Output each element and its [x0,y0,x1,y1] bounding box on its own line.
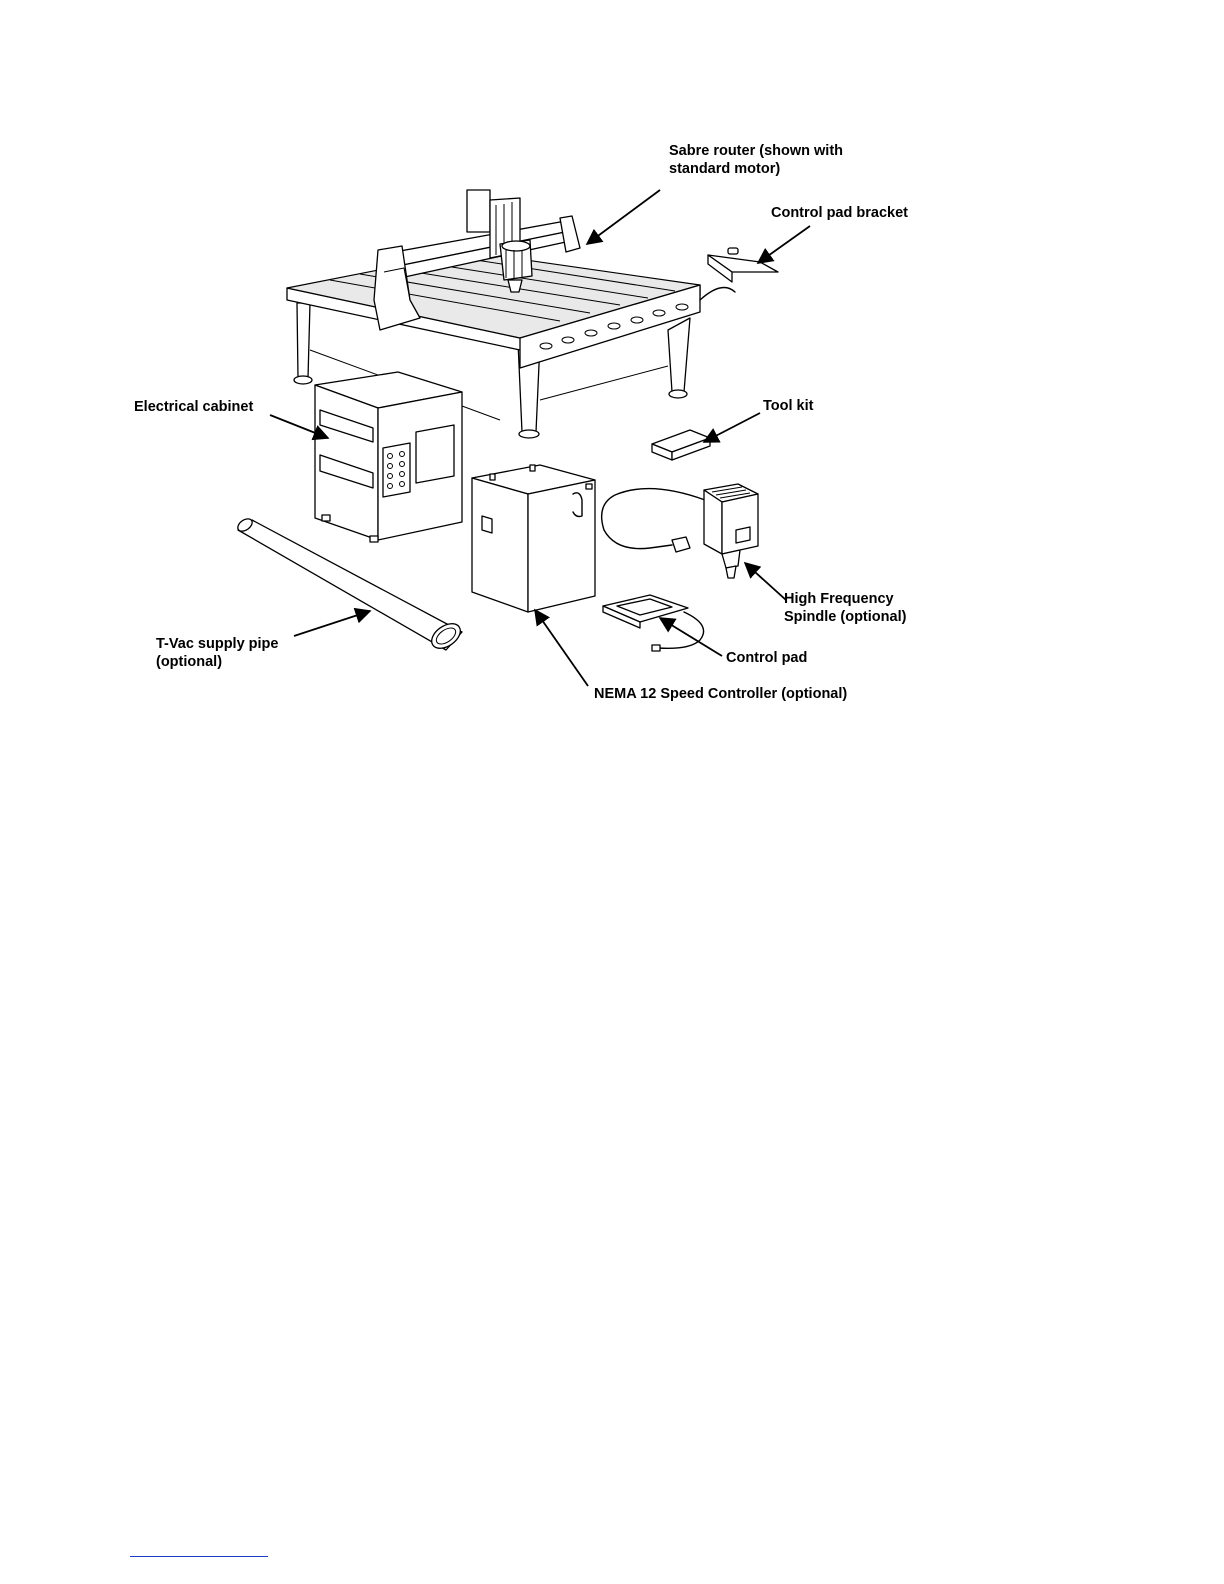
nema-speed-controller-illustration [472,465,595,612]
tvac-supply-pipe-label-line2: (optional) [156,653,278,671]
footer-rule [130,1556,268,1557]
control-pad-bracket-arrow [758,226,810,263]
tool-kit-illustration [652,430,710,460]
tvac-supply-pipe-label: T-Vac supply pipe (optional) [156,635,278,671]
tvac-supply-pipe-arrow [294,611,370,636]
high-frequency-spindle-arrow [745,563,786,600]
sabre-router-label-line2: standard motor) [669,160,843,178]
high-frequency-spindle-label: High Frequency Spindle (optional) [784,590,906,626]
high-frequency-spindle-label-line1: High Frequency [784,590,906,608]
tvac-supply-pipe-illustration [236,516,465,653]
electrical-cabinet-illustration [315,372,462,542]
control-pad-bracket-label: Control pad bracket [771,204,908,222]
electrical-cabinet-label: Electrical cabinet [134,398,253,416]
tool-kit-arrow [704,413,760,442]
high-frequency-spindle-label-line2: Spindle (optional) [784,608,906,626]
control-pad-arrow [660,618,722,656]
control-pad-bracket-illustration [708,248,778,282]
nema-speed-controller-label: NEMA 12 Speed Controller (optional) [594,685,847,703]
tvac-supply-pipe-label-line1: T-Vac supply pipe [156,635,278,653]
high-frequency-spindle-illustration [602,484,758,578]
tool-kit-label: Tool kit [763,397,813,415]
control-pad-illustration [603,595,704,651]
sabre-router-arrow [587,190,660,244]
nema-speed-controller-arrow [535,610,588,686]
sabre-router-label: Sabre router (shown with standard motor) [669,142,843,178]
sabre-router-label-line1: Sabre router (shown with [669,142,843,160]
control-pad-label: Control pad [726,649,807,667]
